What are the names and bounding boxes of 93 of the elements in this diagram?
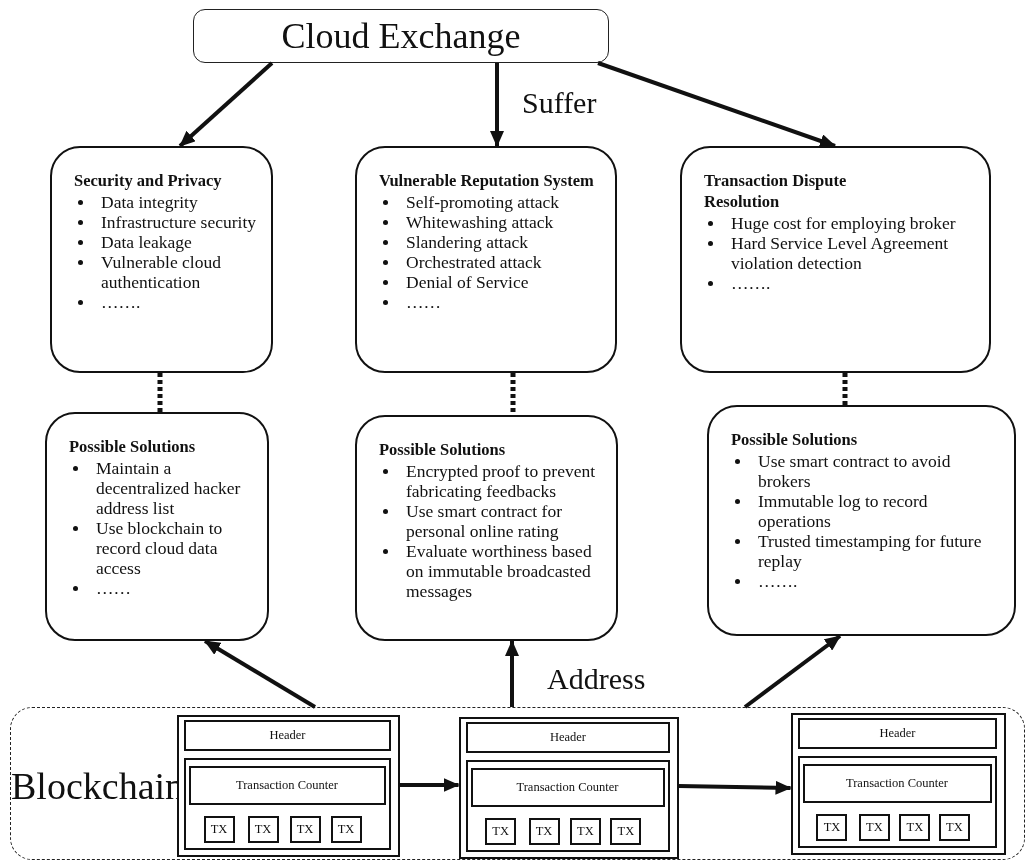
card-heading: Transaction Dispute Resolution — [704, 170, 848, 212]
bullet-item: Self-promoting attack — [379, 192, 611, 212]
arrow — [178, 61, 274, 148]
region-label: Blockchain — [11, 764, 185, 808]
dotted-connector — [510, 373, 516, 415]
cell-label: TX — [210, 821, 228, 837]
bullet-item: …… — [69, 578, 263, 598]
bullet-item: ……. — [74, 292, 267, 312]
card-heading: Possible Solutions — [379, 439, 507, 460]
cell-label: TX — [866, 819, 883, 835]
cell-label: Transaction Counter — [846, 775, 948, 791]
rounded-card — [707, 405, 1016, 636]
dotted-connector — [157, 373, 163, 412]
cell-label: TX — [823, 819, 841, 835]
cell-label: TX — [946, 819, 963, 835]
card-heading: Vulnerable Reputation System — [379, 170, 595, 191]
block-frame — [184, 758, 391, 850]
arrow — [505, 640, 519, 707]
bullet-item: Data leakage — [74, 232, 267, 252]
block-frame — [798, 756, 997, 848]
title-text: Cloud Exchange — [281, 15, 521, 57]
cell-label: TX — [254, 821, 272, 837]
arrow — [399, 778, 460, 792]
bullet-item: Denial of Service — [379, 272, 611, 292]
cell-box — [466, 722, 670, 753]
cell-box — [802, 763, 992, 803]
cell-label: TX — [492, 823, 509, 839]
block-frame — [790, 712, 1006, 855]
cell-box — [470, 767, 665, 807]
rounded-card — [680, 146, 991, 373]
rounded-card — [50, 146, 273, 373]
cell-box — [569, 817, 601, 845]
cell-label: TX — [337, 821, 355, 837]
arrow — [597, 61, 836, 148]
arrow — [678, 780, 792, 795]
bullet-item: Huge cost for employing broker — [704, 213, 956, 233]
bullet-item: Encrypted proof to prevent fabricating feedbacks — [379, 461, 612, 501]
cell-label: Header — [269, 728, 306, 743]
cell-box — [528, 817, 560, 845]
cell-label: Header — [879, 726, 916, 741]
block-frame — [176, 714, 400, 857]
bullet-item: Whitewashing attack — [379, 212, 611, 232]
cell-label: Transaction Counter — [516, 779, 619, 795]
bullet-item: Vulnerable cloud authentication — [74, 252, 267, 292]
cell-box — [816, 813, 848, 841]
cell-label: TX — [577, 823, 594, 839]
cell-box — [798, 718, 997, 749]
arrow — [490, 63, 504, 147]
dotted-connector — [842, 373, 848, 405]
cell-box — [247, 815, 279, 843]
card-heading: Possible Solutions — [69, 436, 197, 457]
block-frame — [466, 760, 670, 852]
card-heading: Possible Solutions — [731, 429, 859, 450]
dashed-region — [10, 707, 1025, 860]
bullet-item: Evaluate worthiness based on immutable broadcasted messages — [379, 541, 612, 601]
title-box — [193, 9, 609, 63]
cell-box — [330, 815, 362, 843]
cell-box — [610, 817, 642, 845]
bullet-item: Use blockchain to record cloud data access — [69, 518, 263, 578]
bullet-item: ……. — [704, 273, 956, 293]
cell-box — [938, 813, 970, 841]
bullet-item: Hard Service Level Agreement violation detection — [704, 233, 956, 273]
cell-box — [899, 813, 931, 841]
bullet-item: Trusted timestamping for future replay — [731, 531, 1003, 571]
cell-label: TX — [617, 823, 635, 839]
bullet-item: Use smart contract to avoid brokers — [731, 451, 1003, 491]
bullet-item: Slandering attack — [379, 232, 611, 252]
cell-label: Transaction Counter — [236, 777, 338, 793]
cell-box — [184, 720, 391, 751]
bullet-item: Data integrity — [74, 192, 267, 212]
bullet-item: ……. — [731, 571, 1003, 591]
rounded-card — [45, 412, 269, 641]
cell-label: Header — [549, 730, 587, 745]
bullet-item: …… — [379, 292, 611, 312]
bullet-item: Immutable log to record operations — [731, 491, 1003, 531]
bullet-item: Maintain a decentralized hacker address list — [69, 458, 263, 518]
block-frame — [458, 716, 679, 859]
cell-box — [485, 817, 517, 845]
bullet-item: Orchestrated attack — [379, 252, 611, 272]
bullet-item: Use smart contract for personal online rating — [379, 501, 612, 541]
arrow — [743, 634, 842, 709]
cell-box — [203, 815, 235, 843]
cell-label: TX — [535, 823, 553, 839]
rounded-card — [355, 415, 618, 641]
cell-box — [188, 765, 386, 805]
bullet-item: Infrastructure security — [74, 212, 267, 232]
cell-label: TX — [296, 821, 314, 837]
cell-box — [858, 813, 890, 841]
cell-label: TX — [906, 819, 924, 835]
arrow — [203, 639, 317, 709]
cell-box — [289, 815, 321, 843]
rounded-card — [355, 146, 617, 373]
card-heading: Security and Privacy — [74, 170, 223, 191]
